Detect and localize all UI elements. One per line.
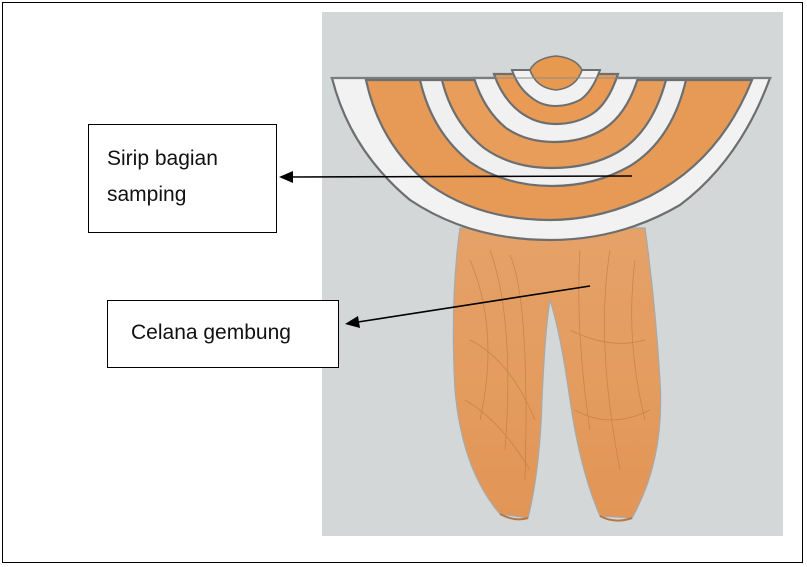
label-side-fin-line1: Sirip bagian xyxy=(107,147,218,171)
label-baggy-pants: Celana gembung xyxy=(107,300,339,368)
label-baggy-pants-text: Celana gembung xyxy=(131,321,291,345)
label-side-fin: Sirip bagian samping xyxy=(88,124,277,233)
label-side-fin-line2: samping xyxy=(107,183,186,207)
